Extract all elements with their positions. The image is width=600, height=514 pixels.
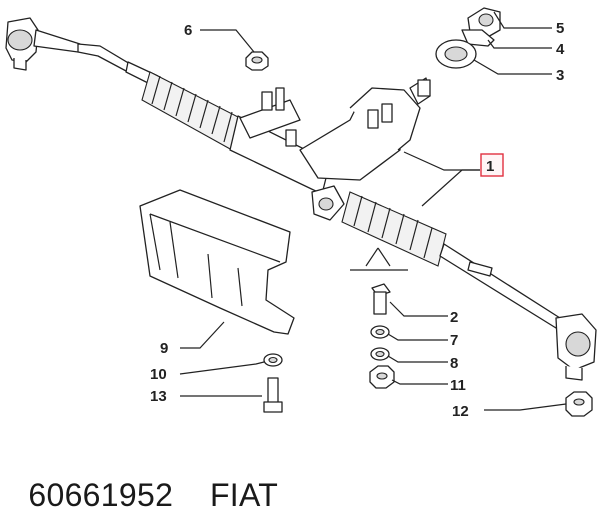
callout-13: 13 [150,388,167,405]
callout-11: 11 [450,377,466,394]
right-tie-rod-end [555,313,597,381]
callout-9: 9 [160,340,168,357]
part-3-seal [435,39,477,69]
callout-1: 1 [486,158,494,175]
callout-12: 12 [452,403,469,420]
left-boot [141,71,241,151]
part-13-bolt [263,377,283,413]
part-2-bolt [371,283,391,315]
part-12-nut [565,391,593,417]
callout-6: 6 [184,22,192,39]
left-tie-rod [77,43,159,87]
part-number: 60661952 [28,477,174,513]
brand-name: FIAT [209,477,279,513]
callout-7: 7 [450,332,458,349]
part-10-washer [263,353,283,367]
callout-4: 4 [556,41,565,58]
steering-rack-exploded-diagram: 1 2 3 4 5 6 7 8 9 10 11 12 13 [5,7,597,420]
right-boot [341,191,447,267]
caption-gap [173,477,210,514]
rack-housing [229,77,431,221]
leader-lines [179,11,567,411]
part-7-washer [370,325,390,339]
callout-labels: 1 2 3 4 5 6 7 8 9 10 11 12 13 [150,20,565,420]
part-11-nut [369,365,395,389]
part-9-bracket [139,189,295,335]
callout-10: 10 [150,366,167,383]
callout-5: 5 [556,20,564,37]
callout-8: 8 [450,355,458,372]
part-8-washer [370,347,390,361]
callout-1-highlight-box [480,153,504,177]
callout-2: 2 [450,309,458,326]
part-caption: 60661952 FIAT [10,440,278,514]
callout-3: 3 [556,67,564,84]
left-tie-rod-end [5,17,81,71]
part-6-nut [245,51,269,71]
assembly-reference-mark [350,247,408,271]
